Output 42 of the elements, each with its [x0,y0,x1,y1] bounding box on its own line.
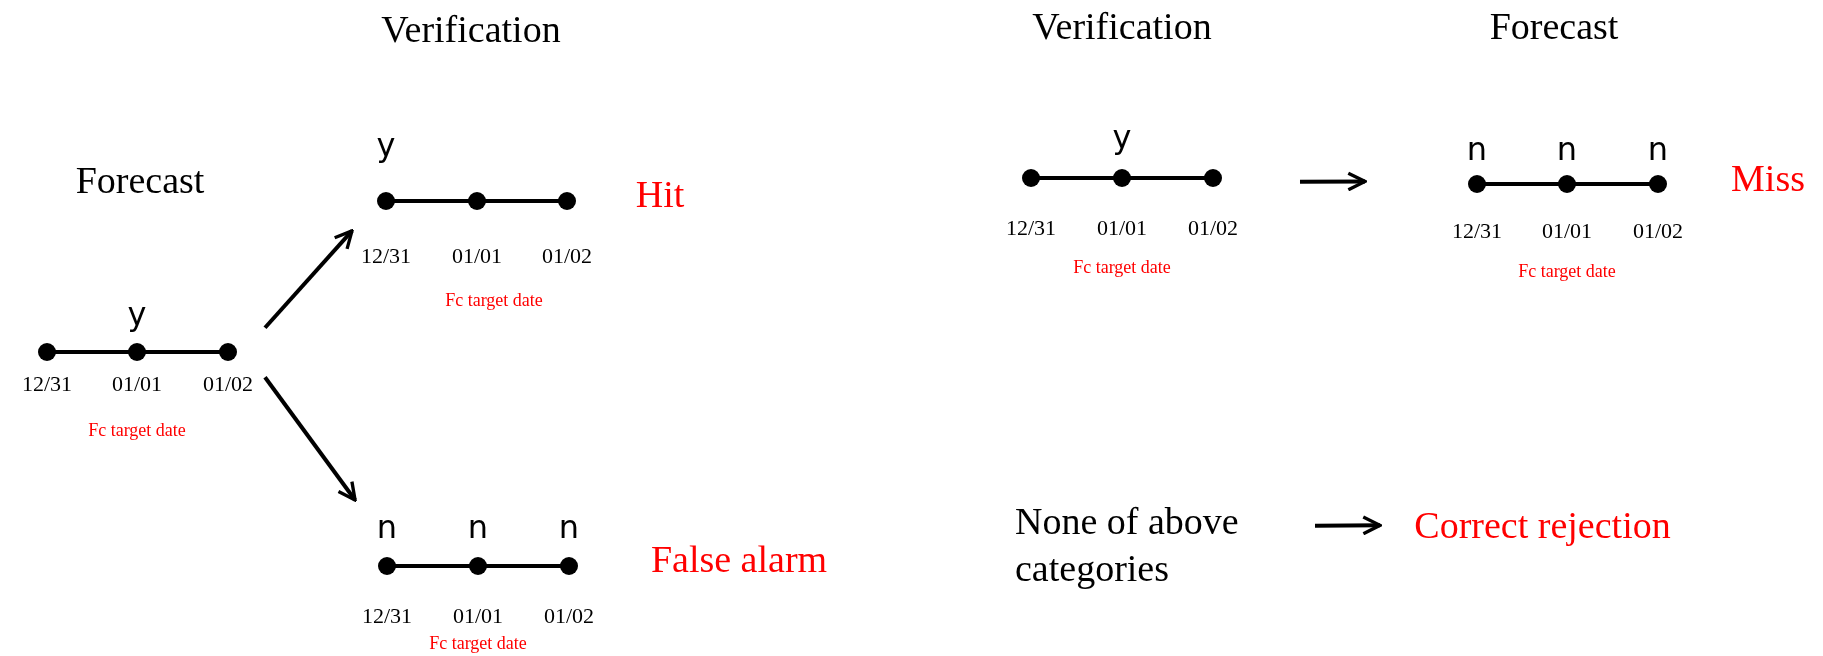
mark-letter: y [376,129,396,161]
mark-letter: n [467,511,489,543]
arrow [263,376,357,502]
heading-label: Verification [1032,7,1212,45]
mark-letter: n [1647,133,1669,165]
heading-label: Forecast [75,161,205,199]
arrow [1300,171,1367,192]
heading-label: Forecast [1489,7,1619,45]
mark-letter: n [558,511,580,543]
axis-caption: Fc target date [1518,262,1616,280]
date-label: 01/02 [541,245,593,267]
mark-letter: n [376,511,398,543]
date-label: 12/31 [21,373,73,395]
mark-letter: y [127,298,147,330]
date-label: 01/01 [451,245,503,267]
date-label: 01/02 [202,373,254,395]
arrow [1315,515,1382,536]
outcome-label: Correct rejection [1380,500,1705,552]
date-label: 12/31 [1451,220,1503,242]
date-label: 01/02 [1632,220,1684,242]
outcome-label: Miss [1731,159,1805,197]
arrow [263,229,354,330]
heading-label: Verification [381,10,561,48]
axis-caption: Fc target date [445,291,543,309]
date-label: 12/31 [360,245,412,267]
outcome-label: False alarm [650,540,828,578]
date-label: 01/01 [111,373,163,395]
date-label: 01/01 [1541,220,1593,242]
date-label: 12/31 [1005,217,1057,239]
axis-caption: Fc target date [429,634,527,652]
date-label: 01/02 [543,605,595,627]
mark-letter: y [1112,121,1132,153]
category-text: None of above categories [1015,495,1315,595]
date-label: 12/31 [361,605,413,627]
axis-caption: Fc target date [1073,258,1171,276]
date-label: 01/01 [452,605,504,627]
mark-letter: n [1556,133,1578,165]
date-label: 01/02 [1187,217,1239,239]
mark-letter: n [1466,133,1488,165]
axis-caption: Fc target date [88,421,186,439]
outcome-label: Hit [635,175,685,213]
date-label: 01/01 [1096,217,1148,239]
